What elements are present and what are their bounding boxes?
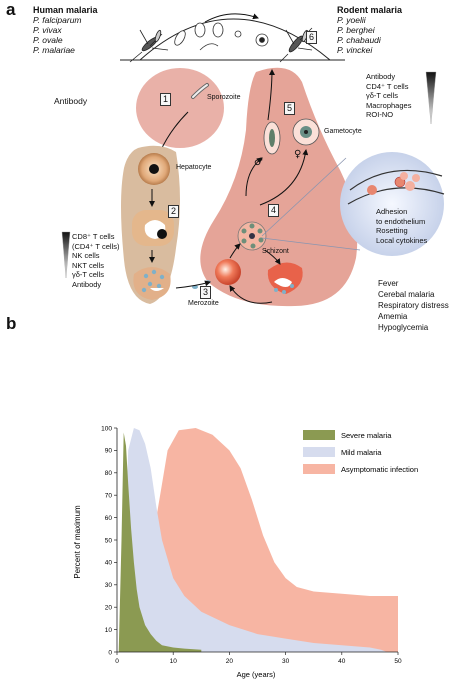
mosquito-dome (139, 18, 331, 61)
immunity-item: Antibody (366, 72, 396, 81)
mosquito-icon (129, 29, 169, 63)
immunity-item: ROI-NO (366, 110, 394, 119)
symptom-item: Hypoglycemia (378, 323, 429, 332)
rodent-malaria-box: Rodent malaria P. yoelii P. berghei P. c… (337, 5, 402, 55)
y-tick-label: 0 (108, 649, 112, 656)
immunity-item: Macrophages (366, 100, 412, 110)
y-tick-label: 50 (105, 537, 113, 544)
species-item: P. vivax (33, 25, 62, 35)
adhesion-item: Adhesion (376, 207, 408, 216)
x-tick-label: 0 (115, 658, 119, 665)
x-axis-label: Age (years) (237, 670, 276, 679)
immunity-item: γδ-T cells (72, 270, 104, 279)
mosquito-stages-icon (174, 22, 269, 51)
immunity-item: Antibody (72, 279, 102, 289)
x-tick-label: 50 (394, 658, 402, 665)
legend-label: Severe malaria (341, 431, 392, 440)
species-item: P. ovale (33, 35, 63, 45)
symptoms-list: Fever Cerebal malaria Respiratory distre… (378, 278, 449, 333)
species-item: P. vinckei (337, 45, 373, 55)
adhesion-item: Rosetting (376, 226, 408, 235)
liver-immunity-gradient (61, 231, 71, 279)
immunity-item: CD8⁺ T cells (72, 232, 115, 241)
y-tick-label: 20 (105, 605, 113, 612)
legend-label: Mild malaria (341, 448, 382, 457)
species-item: P. falciparum (33, 15, 82, 25)
merozoite-label: Merozoite (188, 300, 219, 307)
human-malaria-title: Human malaria (33, 5, 98, 15)
female-symbol-1: ♀ (294, 149, 301, 160)
y-tick-label: 70 (105, 493, 113, 500)
symptom-item: Cerebal malaria (378, 290, 435, 299)
blood-immunity-list: Antibody CD4⁺ T cells γδ-T cells Macroph… (366, 72, 411, 120)
panel-b-label: b (6, 314, 17, 333)
series-area-0 (125, 428, 399, 652)
species-item: P. yoelii (337, 15, 366, 25)
legend-swatch (303, 447, 335, 457)
antibody-label: Antibody (54, 96, 88, 106)
sporozoite-region (136, 68, 224, 148)
species-item: P. malariae (33, 45, 75, 55)
y-tick-label: 100 (101, 425, 112, 432)
adhesion-list: Adhesion to endothelium Rosetting Local … (376, 207, 427, 245)
adhesion-cells-icon (367, 172, 420, 195)
stage-number: 6 (306, 31, 318, 44)
legend-swatch (303, 430, 335, 440)
x-tick-label: 40 (338, 658, 346, 665)
species-item: P. berghei (337, 25, 375, 35)
gametocyte-label: Gametocyte (324, 128, 362, 135)
schizont-label: Schizont (262, 248, 289, 255)
symptom-item: Amemia (378, 312, 408, 321)
y-axis-label: Percent of maximum (73, 505, 82, 579)
symptom-item: Fever (378, 279, 399, 288)
hepatocyte-label: Hepatocyte (176, 164, 212, 171)
stage-number: 1 (160, 93, 172, 106)
x-tick-label: 30 (282, 658, 290, 665)
sporozoite-label: Sporozoite (207, 94, 241, 101)
immunity-item: NK cells (72, 251, 100, 260)
symptom-item: Respiratory distress (378, 301, 449, 310)
stage-number: 4 (268, 204, 280, 217)
adhesion-item: Local cytokines (376, 235, 428, 245)
species-item: P. chabaudi (337, 35, 381, 45)
series-area-2 (118, 432, 202, 652)
series-area-1 (122, 428, 387, 652)
red-blood-cell-icon (215, 259, 241, 285)
y-tick-label: 30 (105, 582, 113, 589)
immunity-item: (CD4⁺ T cells) (72, 241, 120, 251)
immunity-item: NKT cells (72, 260, 104, 270)
y-tick-label: 10 (105, 627, 113, 634)
stage-number: 5 (284, 102, 296, 115)
age-distribution-chart: 0 10 20 30 40 50 0 10 20 30 40 50 60 70 80 90 100 Severe… (73, 425, 418, 679)
rodent-malaria-title: Rodent malaria (337, 5, 403, 15)
y-tick-label: 90 (105, 448, 113, 455)
panel-a-label: a (6, 0, 16, 19)
human-malaria-box: Human malaria P. falciparum P. vivax P. … (33, 5, 98, 55)
y-tick-label: 60 (105, 515, 113, 522)
immunity-item: CD4⁺ T cells (366, 81, 409, 91)
legend-label: Asymptomatic infection (341, 465, 418, 474)
adhesion-item: to endothelium (376, 216, 426, 226)
liver-immunity-list: CD8⁺ T cells (CD4⁺ T cells) NK cells NKT… (72, 232, 119, 289)
y-tick-label: 80 (105, 470, 113, 477)
stage-number: 2 (168, 205, 180, 218)
blood-immunity-gradient (425, 71, 437, 125)
y-tick-label: 40 (105, 560, 113, 567)
stage-number: 3 (200, 286, 212, 299)
life-cycle-diagram: ♂ ♀ (61, 13, 445, 307)
x-tick-label: 20 (226, 658, 234, 665)
legend-swatch (303, 464, 335, 474)
immunity-item: γδ-T cells (366, 91, 398, 100)
x-tick-label: 10 (170, 658, 178, 665)
